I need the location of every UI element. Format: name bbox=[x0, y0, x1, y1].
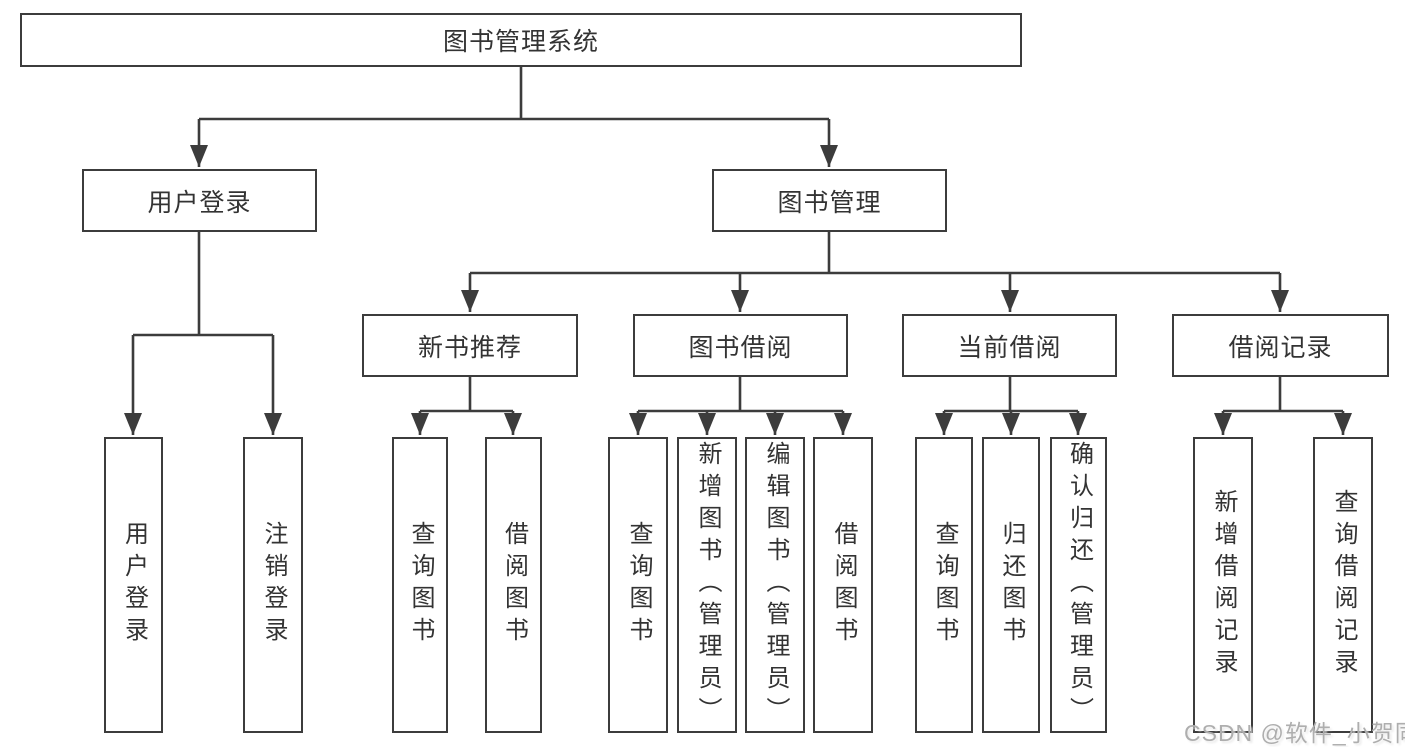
node-label: 查询图书 bbox=[931, 521, 958, 649]
node-label: 编辑图书（管理员） bbox=[762, 441, 789, 729]
node-label: 查询图书 bbox=[625, 521, 652, 649]
node-label: 图书借阅 bbox=[688, 333, 793, 362]
leaf-query-books-recommend: 查询图书 bbox=[392, 437, 448, 733]
leaf-return-books: 归还图书 bbox=[982, 437, 1040, 733]
node-borrow-records: 借阅记录 bbox=[1172, 314, 1389, 377]
node-label: 当前借阅 bbox=[957, 333, 1062, 362]
node-label: 图书管理 bbox=[777, 188, 882, 217]
leaf-query-books-current: 查询图书 bbox=[915, 437, 973, 733]
node-label: 用户登录 bbox=[120, 521, 148, 649]
node-library-management-system: 图书管理系统 bbox=[20, 13, 1022, 67]
node-label: 新书推荐 bbox=[417, 333, 522, 362]
node-book-management: 图书管理 bbox=[712, 169, 947, 232]
csdn-watermark: CSDN @软件_小贺同学 bbox=[1184, 720, 1405, 746]
node-new-book-recommend: 新书推荐 bbox=[362, 314, 578, 377]
leaf-query-borrow-record: 查询借阅记录 bbox=[1313, 437, 1373, 733]
leaf-borrow-books-recommend: 借阅图书 bbox=[485, 437, 542, 733]
node-label: 借阅图书 bbox=[830, 521, 857, 649]
node-label: 用户登录 bbox=[147, 188, 252, 217]
leaf-borrow-books: 借阅图书 bbox=[813, 437, 873, 733]
leaf-user-login: 用户登录 bbox=[104, 437, 163, 733]
node-label: 新增借阅记录 bbox=[1210, 489, 1237, 681]
node-label: 归还图书 bbox=[998, 521, 1025, 649]
node-label: 查询图书 bbox=[407, 521, 434, 649]
leaf-add-books-admin: 新增图书（管理员） bbox=[677, 437, 737, 733]
node-label: 确认归还（管理员） bbox=[1065, 441, 1093, 729]
node-current-borrow: 当前借阅 bbox=[902, 314, 1117, 377]
leaf-add-borrow-record: 新增借阅记录 bbox=[1193, 437, 1253, 733]
node-label: 查询借阅记录 bbox=[1330, 489, 1357, 681]
node-book-borrow: 图书借阅 bbox=[633, 314, 848, 377]
leaf-edit-books-admin: 编辑图书（管理员） bbox=[745, 437, 805, 733]
node-label: 借阅记录 bbox=[1228, 333, 1333, 362]
leaf-query-books-borrow: 查询图书 bbox=[608, 437, 668, 733]
node-label: 新增图书（管理员） bbox=[694, 441, 721, 729]
leaf-logout: 注销登录 bbox=[243, 437, 303, 733]
node-label: 注销登录 bbox=[260, 521, 287, 649]
node-label: 借阅图书 bbox=[500, 521, 528, 649]
node-user-login: 用户登录 bbox=[82, 169, 317, 232]
node-label: 图书管理系统 bbox=[442, 28, 599, 56]
leaf-confirm-return-admin: 确认归还（管理员） bbox=[1050, 437, 1107, 733]
